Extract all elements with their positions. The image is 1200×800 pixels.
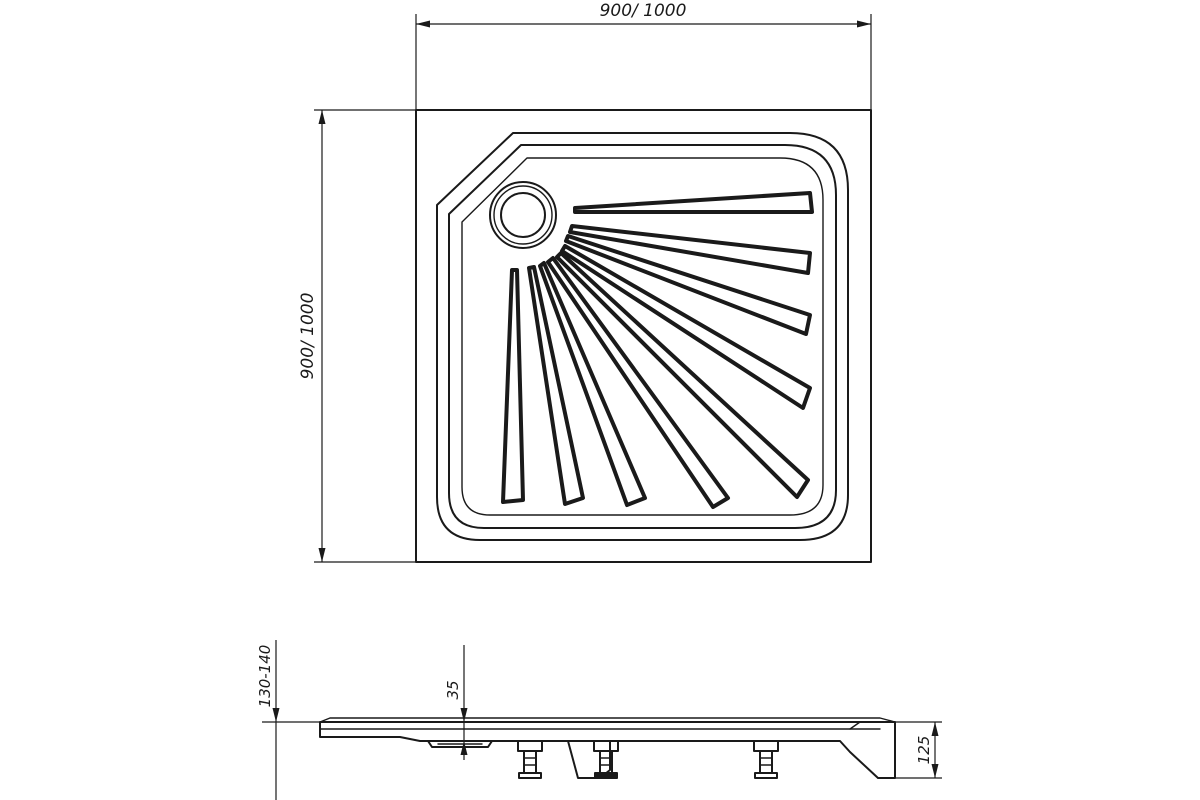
rib (501, 268, 525, 504)
width-dimension: 900/ 1000 (415, 1, 872, 110)
width-dimension-label: 900/ 1000 (600, 1, 687, 21)
base-height-label: 125 (915, 736, 933, 765)
drain-mid-ring (493, 185, 553, 245)
rib (538, 261, 647, 507)
basin-floor-contour (461, 157, 824, 516)
rib (527, 265, 585, 506)
rib (564, 234, 812, 336)
rib (546, 256, 730, 509)
total-height-label: 130-140 (256, 645, 274, 708)
rib (568, 224, 812, 275)
drain-outer-ring (489, 181, 557, 249)
rib (555, 251, 810, 499)
rib (560, 244, 812, 410)
base-height-dimension: 125 (895, 721, 942, 779)
side-view (319, 717, 896, 779)
drain-inner-ring (500, 192, 546, 238)
top-view (415, 109, 872, 563)
height-dimension-label: 900/ 1000 (298, 293, 318, 380)
depth-dimension: 35 (444, 645, 468, 760)
total-height-dimension: 130-140 (256, 640, 320, 800)
basin-inner-contour (448, 144, 837, 529)
basin-outer-contour (436, 132, 849, 541)
drain-bowl (427, 740, 493, 748)
height-dimension: 900/ 1000 (298, 109, 416, 563)
rib (573, 191, 814, 214)
depth-label: 35 (444, 680, 462, 699)
support-foot (753, 740, 779, 779)
tray-side-profile (319, 721, 896, 779)
support-foot (517, 740, 543, 779)
support-feet (517, 740, 779, 779)
tray-outer-rim (415, 109, 872, 563)
radial-ribs (501, 191, 814, 509)
support-foot (593, 740, 619, 779)
